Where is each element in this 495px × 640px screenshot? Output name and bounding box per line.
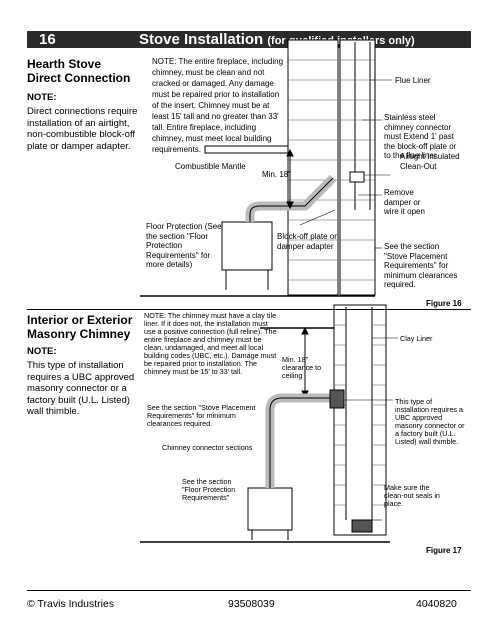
label-min18: Min. 18" bbox=[262, 170, 292, 179]
section1-side-text: Direct connections require installation … bbox=[27, 106, 138, 152]
label-flue-liner: Flue Liner bbox=[395, 76, 431, 85]
label-floor-protection: Floor Protection (See the section "Floor… bbox=[146, 222, 222, 269]
title-text: Stove Installation bbox=[139, 31, 264, 48]
section-divider bbox=[27, 309, 471, 310]
label2-min18: Min. 18" clearance to ceiling bbox=[282, 355, 322, 380]
section2-note-body: NOTE: The chimney must have a clay tile … bbox=[144, 311, 277, 376]
stove-body bbox=[221, 221, 273, 271]
label-remove-damper: Remove damper or wire it open bbox=[384, 188, 425, 216]
label-airtight: Airtight Insulated Clean-Out bbox=[400, 152, 460, 171]
label2-see-floor: See the section "Floor Protection Requir… bbox=[182, 477, 236, 502]
label-see-section: See the section "Stove Placement Require… bbox=[384, 242, 458, 289]
label2-cleanout: Make sure the clean-out seals in place. bbox=[384, 483, 440, 508]
figure17-caption: Figure 17 bbox=[426, 546, 462, 555]
label-stainless: Stainless steel chimney connector must E… bbox=[384, 113, 457, 160]
figure16-caption: Figure 16 bbox=[426, 299, 462, 308]
page-number: 16 bbox=[39, 31, 56, 48]
section1-note-label: NOTE: bbox=[27, 92, 57, 103]
label-blockoff: Block-off plate or damper adapter bbox=[277, 232, 337, 251]
section2-note-label: NOTE: bbox=[27, 346, 57, 357]
footer-company: © Travis Industries bbox=[27, 598, 115, 610]
label2-clay-liner: Clay Liner bbox=[400, 334, 433, 343]
label2-connector-sections: Chimney connector sections bbox=[162, 443, 253, 452]
section1-heading: Hearth Stove Direct Connection bbox=[27, 57, 131, 85]
label2-see-stove: See the section "Stove Placement Require… bbox=[147, 403, 256, 428]
footer-rule bbox=[27, 590, 471, 591]
section2-heading: Interior or Exterior Masonry Chimney bbox=[27, 313, 133, 341]
label2-this-type: This type of installation requires a UBC… bbox=[395, 397, 465, 446]
label-combustible-mantle: Combustible Mantle bbox=[175, 162, 246, 171]
section1-note-body: NOTE: The entire fireplace, including ch… bbox=[152, 57, 284, 154]
footer-date: 4040820 bbox=[416, 598, 457, 610]
stove2-body bbox=[247, 487, 293, 531]
footer-part-number: 93508039 bbox=[228, 598, 275, 610]
section2-side-text: This type of installation requires a UBC… bbox=[27, 360, 135, 417]
